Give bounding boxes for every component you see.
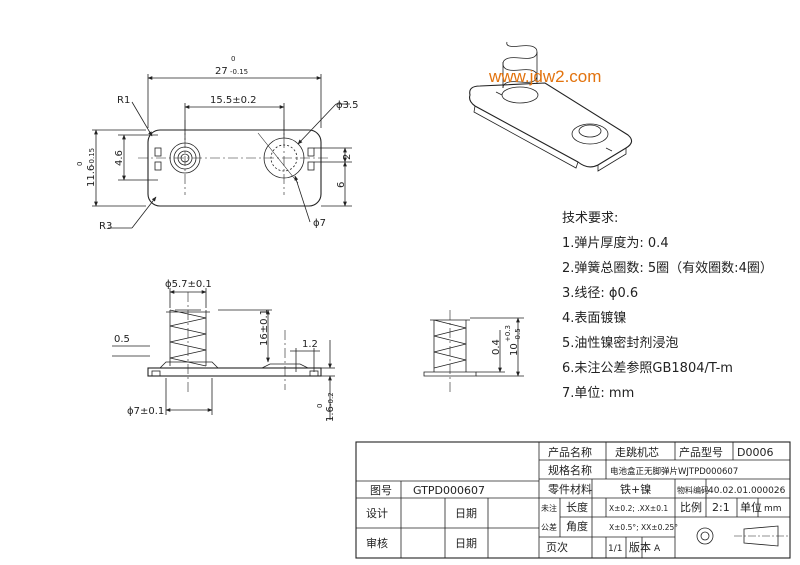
length-tol: X±0.2; .XX±0.1: [609, 504, 668, 513]
drawing-no-value: GTPD000607: [413, 484, 485, 497]
requirement-item: 3.线径: ϕ0.6: [562, 286, 638, 301]
tab-left-lower: [154, 161, 162, 171]
side-view: [112, 288, 335, 420]
dim-free-height: 10: [509, 343, 520, 356]
requirements: 技术要求: 1.弹片厚度为: 0.4 2.弹簧总圈数: 5圈（有效圈数:4圈） …: [562, 211, 773, 401]
length-label: 长度: [566, 500, 588, 514]
dim-hole-ring: ϕ7: [313, 218, 326, 229]
requirement-item: 5.油性镍密封剂浸泡: [562, 335, 678, 351]
requirements-title: 技术要求:: [562, 211, 618, 226]
title-block: [355, 441, 791, 559]
dim-overall-length-tol-upper: 0: [231, 55, 235, 63]
dim-corner-r1: R1: [117, 95, 130, 106]
dim-wire: 0.4: [491, 339, 502, 355]
dim-height: 16±0.1: [259, 309, 270, 346]
part-code-value: 40.02.01.000026: [708, 486, 786, 496]
unit-value: mm: [764, 504, 782, 514]
dim-tab: 1.2: [302, 339, 318, 350]
requirement-item: 4.表面镀镍: [562, 310, 626, 326]
dim-left-46: 4.6: [114, 150, 125, 166]
requirement-item: 2.弹簧总圈数: 5圈（有效圈数:4圈）: [562, 260, 773, 276]
watermark: www.jdw2.com: [488, 67, 601, 86]
dim-hole-spacing: 15.5±0.2: [210, 95, 257, 106]
dim-spring-dia: ϕ5.7±0.1: [165, 279, 212, 290]
date-label-2: 日期: [455, 537, 477, 550]
model-value: D0006: [737, 446, 773, 459]
top-view: [92, 74, 352, 229]
requirement-item: 6.未注公差参照GB1804/T-m: [562, 360, 733, 376]
title-block-text: 产品名称 走跳机芯 产品型号 D0006 规格名称 电池盒正无脚弹片WJTPD0…: [366, 445, 786, 554]
drawing-no-label: 图号: [370, 484, 392, 497]
dim-width: 11.6: [86, 165, 97, 187]
dim-width-tol-upper: 0: [76, 162, 84, 166]
dim-free-height-tol-upper: +0.3: [504, 325, 512, 342]
angle-label: 角度: [566, 519, 588, 533]
product-name-label: 产品名称: [548, 445, 592, 459]
dim-overall-length-tol-lower: -0.15: [230, 68, 248, 76]
dim-bottom: 1.6: [325, 406, 336, 422]
dim-free-height-tol-lower: -0.5: [514, 328, 522, 342]
plate-side: [147, 367, 322, 377]
scale-value: 2:1: [712, 501, 730, 514]
unmarked-label: 未注: [541, 503, 557, 513]
dim-width-tol-lower: -0.15: [88, 148, 96, 166]
requirement-item: 7.单位: mm: [562, 386, 634, 401]
spec-label: 规格名称: [548, 463, 592, 477]
version-value: A: [654, 544, 661, 554]
page-label: 页次: [546, 540, 568, 554]
spec-value: 电池盒正无脚弹片WJTPD000607: [610, 466, 738, 477]
page-value: 1/1: [608, 544, 622, 554]
tolerance-label: 公差: [541, 522, 557, 532]
dim-bottom-tol-lower: -0.2: [327, 392, 335, 406]
material-label: 零件材料: [548, 482, 592, 496]
tab-right-lower: [307, 161, 315, 171]
part-code-label: 物料编码: [677, 485, 709, 495]
dim-base-dia: ϕ7±0.1: [127, 406, 164, 417]
date-label-1: 日期: [455, 507, 477, 520]
review-label: 审核: [366, 536, 388, 550]
requirement-item: 1.弹片厚度为: 0.4: [562, 235, 669, 251]
version-label: 版本: [629, 540, 651, 554]
scale-label: 比例: [680, 500, 702, 514]
end-view: [423, 310, 524, 395]
dim-hole-small: ϕ3.5: [336, 100, 359, 111]
dim-bottom-tol-upper: 0: [316, 404, 324, 408]
product-name-value: 走跳机芯: [615, 445, 659, 459]
dim-thickness: 0.5: [114, 334, 130, 345]
dim-right-6: 6: [336, 182, 347, 188]
isometric-view: [469, 41, 633, 172]
dim-right-2: 2: [342, 154, 353, 160]
model-label: 产品型号: [679, 445, 723, 459]
dim-corner-r3: R3: [99, 221, 112, 232]
tab-left-upper: [154, 147, 162, 157]
design-label: 设计: [366, 507, 388, 520]
dim-overall-length: 27: [215, 66, 228, 77]
material-value: 铁+镍: [620, 482, 651, 496]
angle-tol: X±0.5°; XX±0.25°: [609, 523, 678, 532]
unit-label: 单位: [740, 500, 762, 514]
tab-right-upper: [307, 147, 315, 157]
plate-outline: [147, 129, 322, 207]
